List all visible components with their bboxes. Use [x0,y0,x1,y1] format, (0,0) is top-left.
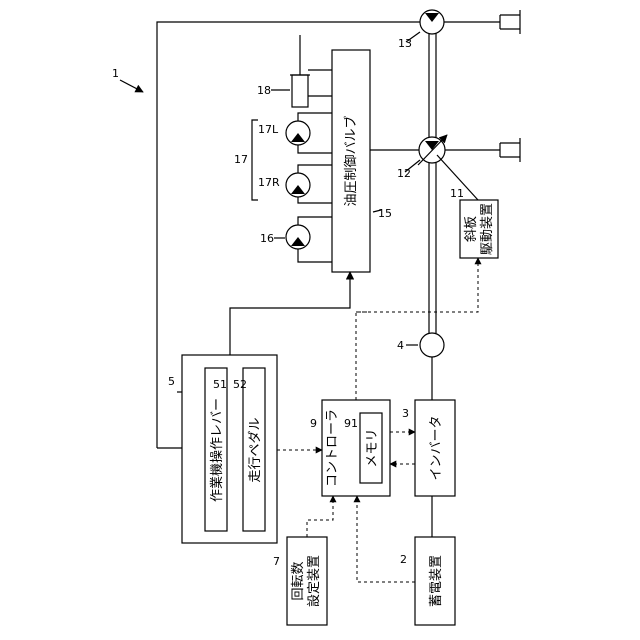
pump-12-leader [405,160,420,172]
motor-4-ref: 4 [397,339,404,352]
motor-17l-ref: 17L [258,123,279,136]
rpm-to-controller-signal [307,496,333,537]
operation-device-ref: 5 [168,375,175,388]
cylinder-18-hoses [308,70,332,96]
controller-to-swash-signal [356,258,478,312]
cylinder-18-body [292,75,308,107]
controller-to-valve-signal [356,312,370,400]
inverter-ref: 3 [402,407,409,420]
motor-17r-ref: 17R [258,176,280,189]
hydraulic-control-valve-label: 油圧制御バルブ [343,115,359,206]
travel-pedal-ref: 52 [233,378,247,391]
controller-ref: 9 [310,417,317,430]
rpm-setting-label-1: 回転数 [291,561,306,600]
power-storage-ref: 2 [400,553,407,566]
controller-label: コントローラ [325,409,340,487]
travel-pedal-label: 走行ペダル [248,417,263,482]
inverter-label: インバータ [429,415,444,480]
motor-4-icon [420,333,444,357]
swash-plate-drive-label-1: 斜板 [464,216,479,242]
pump-12-tank-icon [500,138,520,162]
rpm-setting-ref: 7 [273,555,280,568]
storage-to-controller-signal [357,496,415,582]
work-lever-label: 作業機操作レバー [209,398,225,502]
work-lever-ref: 51 [213,378,227,391]
pump-13-tank-icon [500,10,520,34]
rpm-setting-label-2: 設定装置 [306,555,322,607]
cylinder-18-ref: 18 [257,84,271,97]
figure-leader [120,80,143,92]
figure-number: 1 [112,67,119,80]
group-17-ref: 17 [234,153,248,166]
swash-plate-drive-label-2: 駆動装置 [480,203,495,255]
motor-16-ref: 16 [260,232,274,245]
swash-plate-drive-ref: 11 [450,187,464,200]
memory-label: メモリ [365,428,380,467]
memory-ref: 91 [344,417,358,430]
operation-to-valve-line [230,272,350,355]
power-storage-label: 蓄電装置 [429,555,444,607]
hydraulic-control-valve-ref: 15 [378,207,392,220]
